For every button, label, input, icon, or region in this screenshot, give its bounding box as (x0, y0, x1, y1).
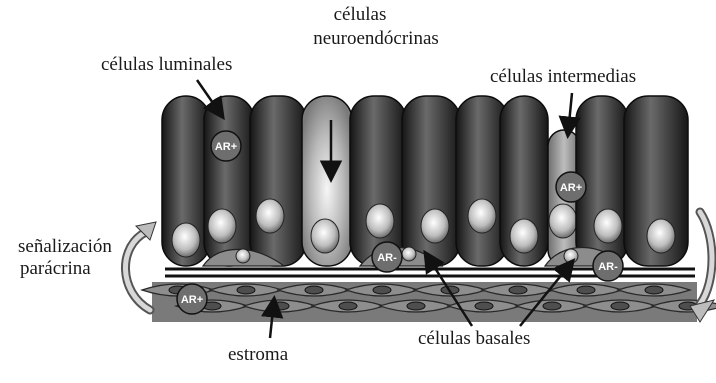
stromal-nucleus (339, 302, 357, 310)
ar-badge-intermediate: AR+ (556, 172, 586, 202)
cell-nucleus (366, 204, 394, 238)
cell-nucleus (311, 219, 339, 253)
ar-badge-stroma: AR+ (177, 284, 207, 314)
cell-nucleus (256, 199, 284, 233)
stromal-nucleus (645, 286, 663, 294)
stromal-nucleus (509, 286, 527, 294)
basal-cell-nucleus (402, 247, 416, 261)
stromal-nucleus (305, 286, 323, 294)
label-paracrine-line1: señalización (18, 236, 112, 257)
cell-nucleus (421, 209, 449, 243)
ar-badge-basal-left: AR- (372, 242, 402, 272)
ar-badge-basal-right: AR- (593, 251, 623, 281)
basal-cell-nucleus (236, 249, 250, 263)
stromal-nucleus (407, 302, 425, 310)
paracrine-arrow-right (690, 212, 714, 322)
stromal-nucleus (611, 302, 629, 310)
stromal-nucleus (237, 286, 255, 294)
cell-nucleus (594, 209, 622, 243)
stromal-nucleus (475, 302, 493, 310)
cell-nucleus (208, 209, 236, 243)
cell-nucleus (549, 204, 577, 238)
stromal-nucleus (577, 286, 595, 294)
svg-text:AR-: AR- (377, 252, 397, 264)
label-paracrine-line2: parácrina (20, 258, 91, 279)
label-neuroendocrine-line1: células (300, 4, 420, 25)
luminal-cell (250, 96, 306, 266)
cell-nucleus (468, 199, 496, 233)
label-luminal-cells: células luminales (101, 54, 232, 75)
cell-nucleus (172, 223, 200, 257)
svg-text:AR+: AR+ (181, 294, 203, 306)
stromal-nucleus (373, 286, 391, 294)
stromal-nucleus (543, 302, 561, 310)
label-basal-cells: células basales (418, 328, 530, 349)
label-stroma: estroma (228, 344, 288, 365)
ar-badge-luminal: AR+ (211, 131, 241, 161)
label-neuroendocrine-line2: neuroendócrinas (286, 28, 466, 49)
cell-nucleus (510, 219, 538, 253)
svg-text:AR-: AR- (598, 261, 618, 273)
svg-text:AR+: AR+ (215, 141, 237, 153)
stroma-layer (142, 282, 716, 322)
svg-text:AR+: AR+ (560, 182, 582, 194)
luminal-cell (350, 96, 406, 266)
arrow-intermediate (568, 93, 572, 134)
basal-cell-nucleus (564, 249, 578, 263)
cell-nucleus (647, 219, 675, 253)
paracrine-arrow-left (125, 222, 156, 310)
label-intermediate-cells: células intermedias (490, 66, 636, 87)
